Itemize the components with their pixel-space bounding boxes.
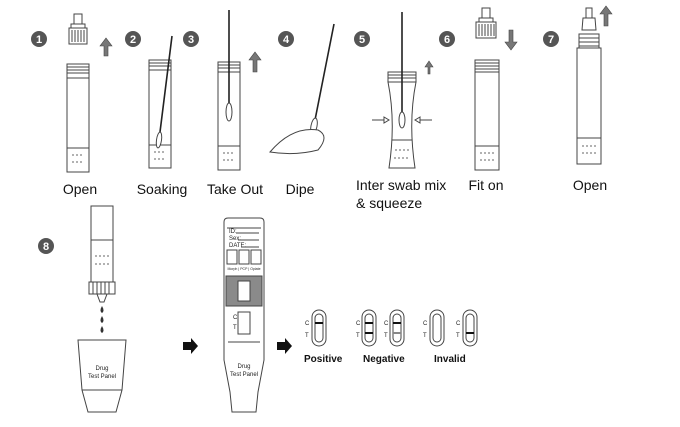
panel-field-id: ID: [229, 229, 237, 235]
step-1: 1 Open [31, 13, 113, 197]
result-c-mark: C [356, 321, 361, 327]
step-4-label: Dipe [286, 181, 315, 197]
result-t-mark: T [384, 333, 388, 339]
step-5: 5 Inter swab mix & squeeze [354, 12, 446, 211]
strip-labels: Morph | PCP | Opiate [227, 267, 260, 271]
result-window [226, 249, 238, 265]
right-arrow-icon [277, 338, 292, 354]
collection-tube [66, 63, 90, 173]
down-arrow-icon [504, 29, 518, 51]
tube-cap [475, 7, 497, 39]
result-t-mark: T [305, 333, 309, 339]
up-arrow-icon [599, 5, 613, 27]
step-4-badge [278, 31, 294, 47]
test-cup-bottom: Drug Test Panel [77, 339, 127, 413]
step-7-badge [543, 31, 559, 47]
panel-t-mark: T [233, 325, 237, 331]
ct-window [237, 311, 251, 335]
step-4: 4 Dipe [269, 23, 335, 197]
up-arrow-icon [99, 37, 113, 57]
step-3-number: 3 [188, 34, 194, 46]
step-3-badge [183, 31, 199, 47]
invalid-label: Invalid [434, 354, 466, 365]
step-2-number: 2 [130, 34, 136, 46]
panel-test-panel-label: Test Panel [230, 372, 258, 378]
panel-c-mark: C [233, 315, 238, 321]
step-1-label: Open [63, 181, 97, 197]
negative-label: Negative [363, 354, 405, 365]
result-positive: C T Positive [304, 309, 343, 365]
panel-field-date: DATE: [229, 243, 247, 249]
step-8: 8 Drug Test Panel [38, 205, 127, 413]
step-4-number: 4 [283, 34, 290, 46]
up-arrow-icon [248, 51, 262, 73]
droplet-icon [100, 306, 104, 333]
step-8-badge [38, 238, 54, 254]
squeeze-arrow-icon [372, 116, 432, 124]
test-panel: ID: Sex: DATE: Morph | PCP | Opiate C T … [223, 217, 265, 413]
drug-label: Drug [95, 366, 108, 372]
step-6-badge [439, 31, 455, 47]
result-t-mark: T [423, 333, 427, 339]
result-window [238, 249, 250, 265]
result-t-mark: T [356, 333, 360, 339]
step-3: 3 Take Out [183, 10, 263, 197]
sample-window [237, 280, 251, 302]
step-3-label: Take Out [207, 181, 263, 197]
positive-label: Positive [304, 354, 343, 365]
result-negative: C T C T Negative [356, 309, 405, 365]
panel-drug-label: Drug [237, 364, 250, 370]
step-1-number: 1 [36, 34, 42, 46]
step-7-number: 7 [548, 34, 554, 46]
step-5-number: 5 [359, 34, 365, 46]
inverted-tube [88, 205, 116, 303]
step-5-label-line-1: Inter swab mix [356, 177, 446, 193]
result-c-mark: C [423, 321, 428, 327]
panel-field-sex: Sex: [229, 236, 241, 242]
step-6-number: 6 [444, 34, 450, 46]
step-2: 2 Soaking [125, 31, 187, 197]
dropper-tip [581, 7, 597, 31]
result-c-mark: C [456, 321, 461, 327]
collection-tube [474, 59, 500, 171]
specimen-powder [269, 128, 325, 155]
step-2-badge [125, 31, 141, 47]
swab [310, 23, 335, 135]
step-7: 7 Open [543, 5, 613, 193]
step-2-label: Soaking [137, 181, 188, 197]
step-6: 6 Fit on [439, 7, 518, 193]
tube-cap [68, 13, 88, 45]
up-arrow-icon [424, 60, 434, 75]
swab [155, 35, 173, 149]
right-arrow-icon [183, 338, 198, 354]
test-panel-label: Test Panel [88, 374, 116, 380]
swab [225, 10, 233, 122]
collection-tube [576, 33, 602, 165]
step-8-number: 8 [43, 241, 49, 253]
result-window [250, 249, 262, 265]
step-1-badge [31, 31, 47, 47]
step-7-label: Open [573, 177, 607, 193]
step-5-label-line-2: & squeeze [356, 195, 422, 211]
result-t-mark: T [456, 333, 460, 339]
result-invalid: C T C T Invalid [423, 309, 478, 365]
result-c-mark: C [384, 321, 389, 327]
step-5-badge [354, 31, 370, 47]
swab [398, 12, 406, 129]
step-6-label: Fit on [468, 177, 503, 193]
result-c-mark: C [305, 321, 310, 327]
